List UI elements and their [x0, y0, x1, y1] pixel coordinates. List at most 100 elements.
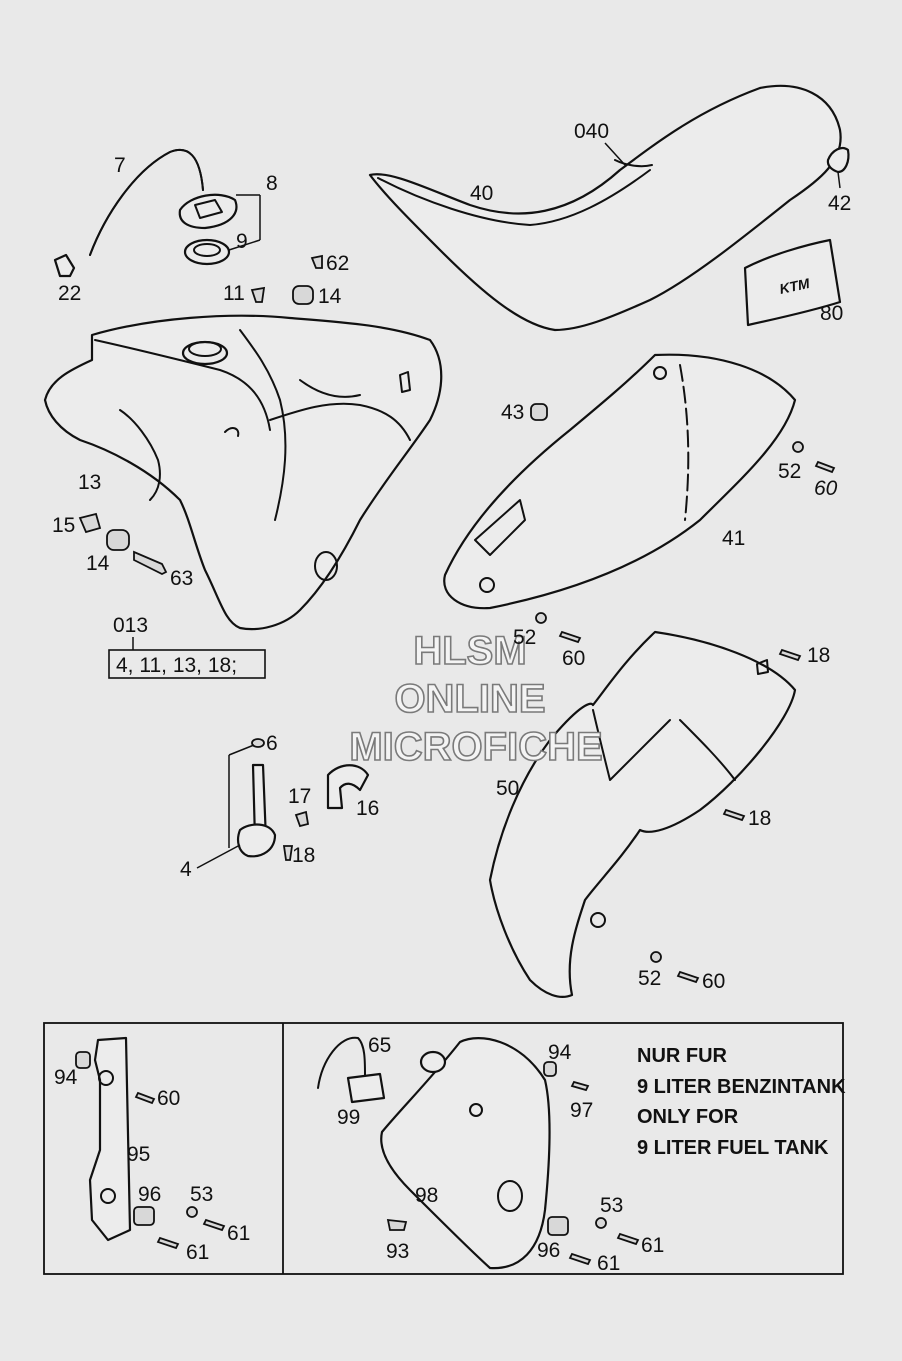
- screw-60c: [676, 970, 700, 984]
- screw-11: [250, 286, 266, 303]
- label-80: 80: [820, 302, 843, 325]
- label-040: 040: [574, 120, 609, 143]
- note-line4: 9 LITER FUEL TANK: [637, 1137, 829, 1159]
- fuel-tap: [196, 738, 277, 869]
- washer-52a: [792, 441, 804, 453]
- label-16: 16: [356, 797, 379, 820]
- screw-61c: [616, 1232, 640, 1246]
- label-61c: 61: [641, 1234, 664, 1257]
- screw-18c: [722, 808, 746, 822]
- vent-filter-99: [346, 1072, 386, 1104]
- grommet-14a: [292, 285, 314, 305]
- screw-61b: [156, 1236, 180, 1250]
- bolt-63: [133, 550, 168, 576]
- note-line1: NUR FUR: [637, 1045, 728, 1067]
- label-14a: 14: [318, 285, 342, 308]
- grommet-43: [530, 403, 548, 421]
- label-43: 43: [501, 401, 524, 424]
- label-7: 7: [114, 154, 126, 177]
- screw-97: [570, 1080, 590, 1092]
- label-95: 95: [127, 1143, 150, 1166]
- screw-60d: [134, 1091, 156, 1105]
- screw-62: [310, 254, 323, 269]
- screw-61a: [202, 1218, 226, 1232]
- label-41: 41: [722, 527, 745, 550]
- clip-17: [294, 810, 310, 828]
- label-42: 42: [828, 192, 851, 215]
- screw-18b: [282, 845, 294, 861]
- label-65: 65: [368, 1034, 391, 1057]
- label-52b: 52: [513, 626, 536, 649]
- label-61a: 61: [227, 1222, 250, 1245]
- cap-gasket: [183, 238, 231, 266]
- label-14b: 14: [86, 552, 110, 575]
- kit-013-contents: 4, 11, 13, 18;: [116, 654, 237, 677]
- label-8: 8: [266, 172, 278, 195]
- label-60c: 60: [702, 970, 725, 993]
- spacer-94a: [75, 1051, 91, 1069]
- label-63: 63: [170, 567, 193, 590]
- label-61d: 61: [597, 1252, 620, 1275]
- bracket-95: [88, 1036, 132, 1242]
- logo-text: KTM: [778, 275, 811, 297]
- label-60a: 60: [814, 477, 838, 500]
- note-line2: 9 LITER BENZINTANK: [637, 1076, 846, 1098]
- washer-52b: [535, 612, 547, 624]
- label-96b: 96: [537, 1239, 560, 1262]
- spacer-14b: [106, 529, 130, 551]
- kit-box: [108, 649, 266, 679]
- label-60d: 60: [157, 1087, 180, 1110]
- clip-96b: [547, 1216, 569, 1236]
- seat: [368, 84, 842, 332]
- label-62: 62: [326, 252, 349, 275]
- washer-52c: [650, 951, 662, 963]
- fuel-tank: [43, 314, 443, 631]
- label-11: 11: [223, 282, 245, 305]
- label-53b: 53: [600, 1194, 623, 1217]
- screw-60a: [814, 460, 836, 474]
- vent-hose-65: [317, 1036, 366, 1089]
- label-94b: 94: [548, 1041, 572, 1064]
- watermark-line1: HLSM: [413, 629, 526, 673]
- label-52a: 52: [778, 460, 801, 483]
- label-93: 93: [386, 1240, 409, 1263]
- screw-60b: [558, 630, 582, 644]
- fuel-cap: [178, 193, 238, 230]
- label-9: 9: [236, 230, 248, 253]
- label-40: 40: [470, 182, 493, 205]
- label-18a: 18: [807, 644, 830, 667]
- label-15: 15: [52, 514, 75, 537]
- bolt-15: [78, 512, 102, 534]
- seat-bumper: [826, 146, 850, 174]
- label-61b: 61: [186, 1241, 209, 1264]
- label-50: 50: [496, 777, 519, 800]
- label-96a: 96: [138, 1183, 161, 1206]
- clip-96a: [133, 1206, 155, 1226]
- hose-16: [326, 764, 370, 810]
- label-53a: 53: [190, 1183, 213, 1206]
- elbow-fitting: [53, 253, 76, 278]
- label-22: 22: [58, 282, 81, 305]
- label-4: 4: [180, 858, 192, 881]
- label-94a: 94: [54, 1066, 78, 1089]
- screw-93: [386, 1218, 408, 1231]
- watermark-line2: ONLINE: [394, 677, 545, 721]
- screw-18a: [778, 648, 802, 662]
- label-18c: 18: [748, 807, 771, 830]
- side-cover-41: [443, 353, 797, 610]
- screw-61d: [568, 1252, 592, 1266]
- washer-53a: [186, 1206, 198, 1218]
- watermark-line3: MICROFICHE: [349, 725, 602, 769]
- label-97: 97: [570, 1099, 593, 1122]
- label-99: 99: [337, 1106, 360, 1129]
- label-18b: 18: [292, 844, 315, 867]
- washer-53b: [595, 1217, 607, 1229]
- label-60b: 60: [562, 647, 585, 670]
- label-17: 17: [288, 785, 311, 808]
- label-6: 6: [266, 732, 278, 755]
- small-fuel-tank-98: [380, 1037, 551, 1270]
- spacer-94b: [543, 1061, 557, 1077]
- label-52c: 52: [638, 967, 661, 990]
